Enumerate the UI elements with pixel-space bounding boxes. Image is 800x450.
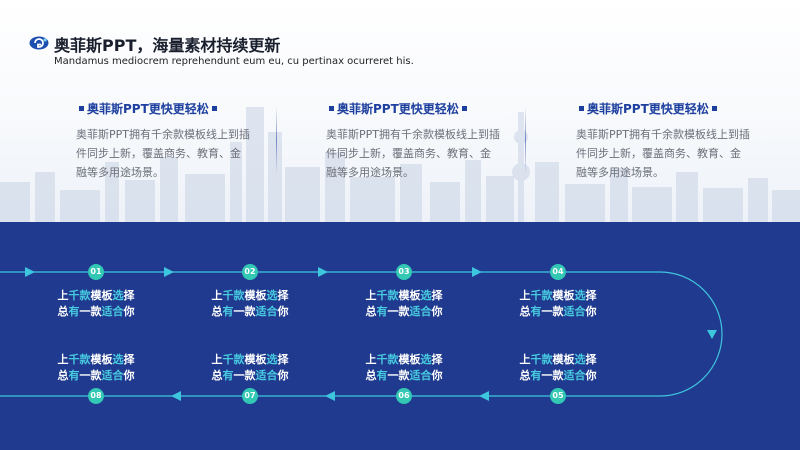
feature-title: 奥菲斯PPT更快更轻松 bbox=[587, 102, 709, 116]
step-line-2: 总有一款适合你 bbox=[57, 369, 135, 382]
step-line-2: 总有一款适合你 bbox=[519, 369, 597, 382]
step-line-2: 总有一款适合你 bbox=[211, 369, 289, 382]
process-panel bbox=[0, 222, 800, 450]
step-text: 上千款模板选择 总有一款适合你 bbox=[41, 288, 151, 320]
step-line-2: 总有一款适合你 bbox=[365, 369, 443, 382]
step-text: 上千款模板选择 总有一款适合你 bbox=[195, 352, 305, 384]
step-text: 上千款模板选择 总有一款适合你 bbox=[195, 288, 305, 320]
feature-heading: 奥菲斯PPT更快更轻松 bbox=[76, 100, 251, 117]
feature-card: 奥菲斯PPT更快更轻松 奥菲斯PPT拥有千余款模板线上到插件同步上新，覆盖商务、… bbox=[576, 100, 751, 182]
step-text: 上千款模板选择 总有一款适合你 bbox=[349, 352, 459, 384]
triangle-arrow-icon bbox=[325, 391, 335, 401]
page-subtitle: Mandamus mediocrem reprehendunt eum eu, … bbox=[54, 56, 414, 67]
triangle-arrow-icon bbox=[707, 330, 717, 339]
step-line-2: 总有一款适合你 bbox=[365, 305, 443, 318]
step-number-badge: 06 bbox=[396, 388, 412, 404]
process-flow-line bbox=[0, 267, 723, 401]
step-number-badge: 05 bbox=[550, 388, 566, 404]
step-line-1: 上千款模板选择 bbox=[519, 289, 597, 302]
step-line-1: 上千款模板选择 bbox=[365, 353, 443, 366]
divider bbox=[276, 106, 277, 174]
feature-card: 奥菲斯PPT更快更轻松 奥菲斯PPT拥有千余款模板线上到插件同步上新，覆盖商务、… bbox=[76, 100, 251, 182]
triangle-arrow-icon bbox=[25, 267, 35, 277]
triangle-arrow-icon bbox=[171, 391, 181, 401]
city-skyline-image bbox=[0, 107, 800, 222]
step-number-badge: 01 bbox=[88, 264, 104, 280]
triangle-arrow-icon bbox=[479, 391, 489, 401]
feature-heading: 奥菲斯PPT更快更轻松 bbox=[326, 100, 501, 117]
step-text: 上千款模板选择 总有一款适合你 bbox=[41, 352, 151, 384]
page-title: 奥菲斯PPT，海量素材持续更新 bbox=[54, 36, 281, 55]
step-number-badge: 02 bbox=[242, 264, 258, 280]
step-line-1: 上千款模板选择 bbox=[519, 353, 597, 366]
triangle-arrow-icon bbox=[472, 267, 482, 277]
square-bullet-icon bbox=[329, 106, 334, 111]
step-number-badge: 08 bbox=[88, 388, 104, 404]
feature-card: 奥菲斯PPT更快更轻松 奥菲斯PPT拥有千余款模板线上到插件同步上新，覆盖商务、… bbox=[326, 100, 501, 182]
feature-title: 奥菲斯PPT更快更轻松 bbox=[337, 102, 459, 116]
step-line-1: 上千款模板选择 bbox=[211, 353, 289, 366]
header-region: 奥菲斯PPT，海量素材持续更新 Mandamus mediocrem repre… bbox=[0, 0, 800, 222]
feature-heading: 奥菲斯PPT更快更轻松 bbox=[576, 100, 751, 117]
brand-logo-icon bbox=[29, 36, 49, 50]
square-bullet-icon bbox=[211, 106, 217, 111]
step-number-badge: 04 bbox=[550, 264, 566, 280]
step-line-2: 总有一款适合你 bbox=[519, 305, 597, 318]
triangle-arrow-icon bbox=[164, 267, 174, 277]
step-line-1: 上千款模板选择 bbox=[365, 289, 443, 302]
feature-title: 奥菲斯PPT更快更轻松 bbox=[87, 102, 209, 116]
step-line-1: 上千款模板选择 bbox=[57, 353, 135, 366]
square-bullet-icon bbox=[579, 106, 584, 111]
step-line-1: 上千款模板选择 bbox=[211, 289, 289, 302]
step-text: 上千款模板选择 总有一款适合你 bbox=[349, 288, 459, 320]
feature-body: 奥菲斯PPT拥有千余款模板线上到插件同步上新，覆盖商务、教育、金融等多用途场景。 bbox=[326, 128, 500, 179]
step-number-badge: 07 bbox=[242, 388, 258, 404]
square-bullet-icon bbox=[461, 106, 467, 111]
divider bbox=[525, 106, 526, 174]
step-line-1: 上千款模板选择 bbox=[57, 289, 135, 302]
step-text: 上千款模板选择 总有一款适合你 bbox=[503, 288, 613, 320]
feature-body: 奥菲斯PPT拥有千余款模板线上到插件同步上新，覆盖商务、教育、金融等多用途场景。 bbox=[76, 128, 250, 179]
step-number-badge: 03 bbox=[396, 264, 412, 280]
step-line-2: 总有一款适合你 bbox=[211, 305, 289, 318]
triangle-arrow-icon bbox=[318, 267, 328, 277]
step-text: 上千款模板选择 总有一款适合你 bbox=[503, 352, 613, 384]
square-bullet-icon bbox=[711, 106, 717, 111]
step-line-2: 总有一款适合你 bbox=[57, 305, 135, 318]
square-bullet-icon bbox=[79, 106, 84, 111]
feature-body: 奥菲斯PPT拥有千余款模板线上到插件同步上新，覆盖商务、教育、金融等多用途场景。 bbox=[576, 128, 750, 179]
